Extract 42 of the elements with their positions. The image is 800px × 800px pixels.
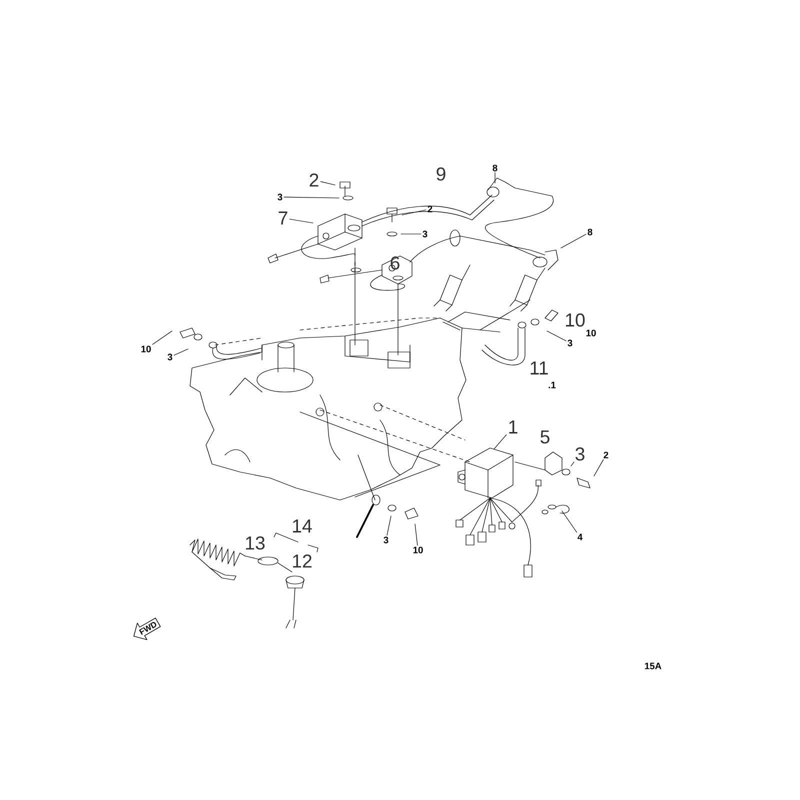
callout-number: 14 xyxy=(293,520,312,532)
callout-number: 2 xyxy=(428,206,432,212)
callout-number: 10 xyxy=(413,546,423,554)
leader-line xyxy=(546,330,566,342)
callout-number: 9 xyxy=(436,167,446,181)
leader-line xyxy=(562,510,578,533)
callout-number: 3 xyxy=(576,447,584,461)
callout-number: 10 xyxy=(566,313,585,327)
callout-number: 10 xyxy=(141,346,151,352)
callout-number: 11 xyxy=(530,362,548,374)
callout-number: 2 xyxy=(604,452,608,458)
callout-number: 3 xyxy=(422,230,428,238)
callout-number: 12 xyxy=(293,554,312,568)
leader-line xyxy=(386,516,392,536)
leader-line xyxy=(320,181,336,186)
callout-number: 4 xyxy=(578,534,583,540)
leader-line xyxy=(560,234,586,248)
callout-number: 10 xyxy=(586,330,596,336)
callout-number: 3 xyxy=(568,340,572,346)
callout-number: 15A xyxy=(645,662,662,670)
callout-number: 2 xyxy=(310,173,318,187)
leader-line xyxy=(494,172,496,184)
leader-line xyxy=(594,459,604,476)
leader-line xyxy=(494,434,507,450)
callout-number: 3 xyxy=(384,536,388,544)
leader-line xyxy=(174,348,188,356)
callout-number: 8 xyxy=(492,164,498,172)
callout-number: 1 xyxy=(509,420,518,434)
leader-line xyxy=(152,330,172,345)
callout-number: 5 xyxy=(540,430,550,444)
leader-line xyxy=(570,462,574,466)
leader-line xyxy=(289,218,314,224)
callout-number: 13 xyxy=(246,536,265,550)
callout-number: 3 xyxy=(278,194,282,200)
callout-number: 8 xyxy=(588,228,592,236)
callout-number: .1 xyxy=(548,382,556,388)
callout-number: 3 xyxy=(168,354,172,360)
leader-line xyxy=(414,524,418,546)
leader-line xyxy=(402,210,426,216)
leader-line xyxy=(284,196,340,198)
callout-number: 6 xyxy=(390,256,400,270)
callout-number: 7 xyxy=(278,212,288,224)
